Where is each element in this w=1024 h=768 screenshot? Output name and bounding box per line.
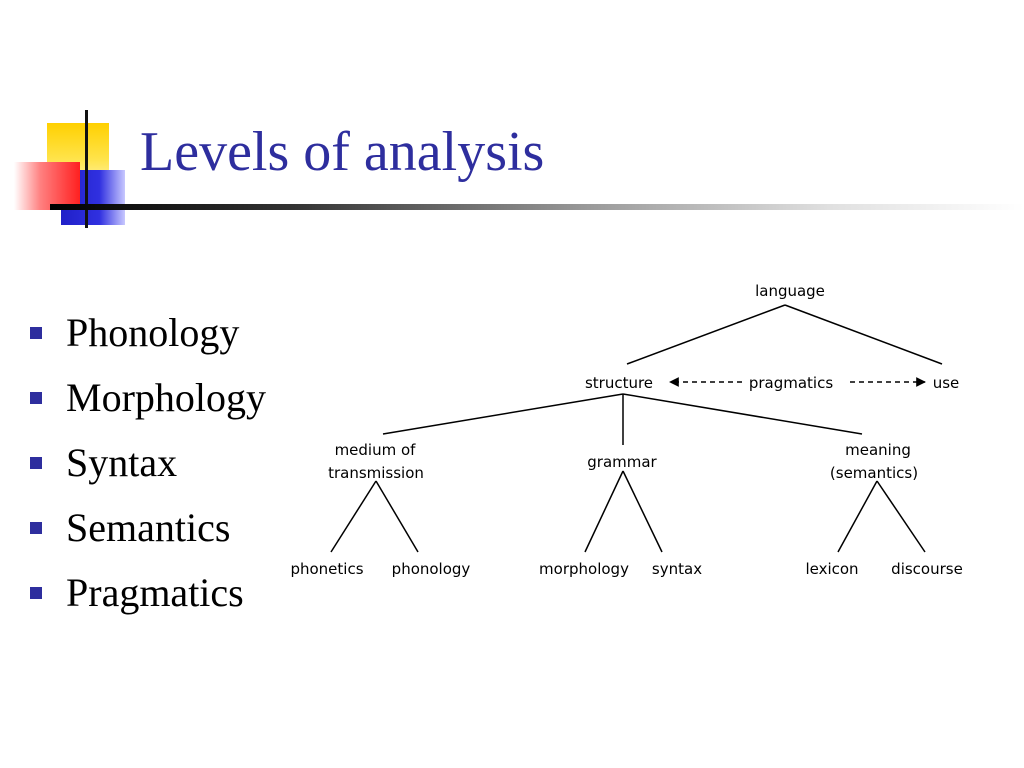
edge-structure-medium — [382, 393, 624, 435]
logo-vertical-line — [85, 110, 88, 228]
node-medium-line2: transmission — [328, 464, 424, 482]
node-pragmatics: pragmatics — [749, 374, 834, 392]
bullet-item: Morphology — [30, 365, 266, 430]
node-meaning-line2: (semantics) — [830, 464, 918, 482]
bullet-square-icon — [30, 586, 42, 599]
slide-logo — [0, 100, 140, 230]
bullet-item: Phonology — [30, 300, 266, 365]
logo-red-square — [14, 162, 80, 210]
node-lexicon: lexicon — [805, 560, 858, 578]
edge-medium-phonetics — [330, 480, 377, 553]
node-structure: structure — [585, 374, 653, 392]
bullet-text: Morphology — [66, 374, 266, 420]
node-phonetics: phonetics — [290, 560, 363, 578]
node-grammar: grammar — [587, 453, 657, 471]
bullet-list: Phonology Morphology Syntax Semantics Pr… — [30, 300, 266, 625]
node-discourse: discourse — [891, 560, 963, 578]
node-language: language — [755, 282, 825, 300]
edge-meaning-lexicon — [837, 480, 878, 553]
bullet-square-icon — [30, 391, 42, 404]
edge-grammar-morphology — [584, 470, 624, 553]
bullet-text: Syntax — [66, 439, 178, 485]
node-medium-line1: medium of — [335, 441, 417, 459]
node-morphology: morphology — [539, 560, 629, 578]
bullet-item: Semantics — [30, 495, 266, 560]
bullet-item: Syntax — [30, 430, 266, 495]
node-use: use — [933, 374, 960, 392]
edge-language-structure — [626, 304, 786, 365]
edge-language-use — [784, 304, 943, 365]
edge-meaning-discourse — [876, 480, 926, 553]
title-rule — [50, 204, 1024, 210]
edge-medium-phonology — [375, 480, 419, 553]
node-meaning-line1: meaning — [845, 441, 911, 459]
node-phonology: phonology — [392, 560, 471, 578]
bullet-text: Semantics — [66, 504, 231, 550]
bullet-square-icon — [30, 326, 42, 339]
bullet-item: Pragmatics — [30, 560, 266, 625]
bullet-square-icon — [30, 456, 42, 469]
node-syntax: syntax — [652, 560, 702, 578]
bullet-text: Phonology — [66, 309, 240, 355]
edge-structure-meaning — [622, 393, 863, 435]
bullet-square-icon — [30, 521, 42, 534]
bullet-text: Pragmatics — [66, 569, 244, 615]
edge-grammar-syntax — [622, 470, 663, 553]
slide-title: Levels of analysis — [140, 121, 545, 183]
